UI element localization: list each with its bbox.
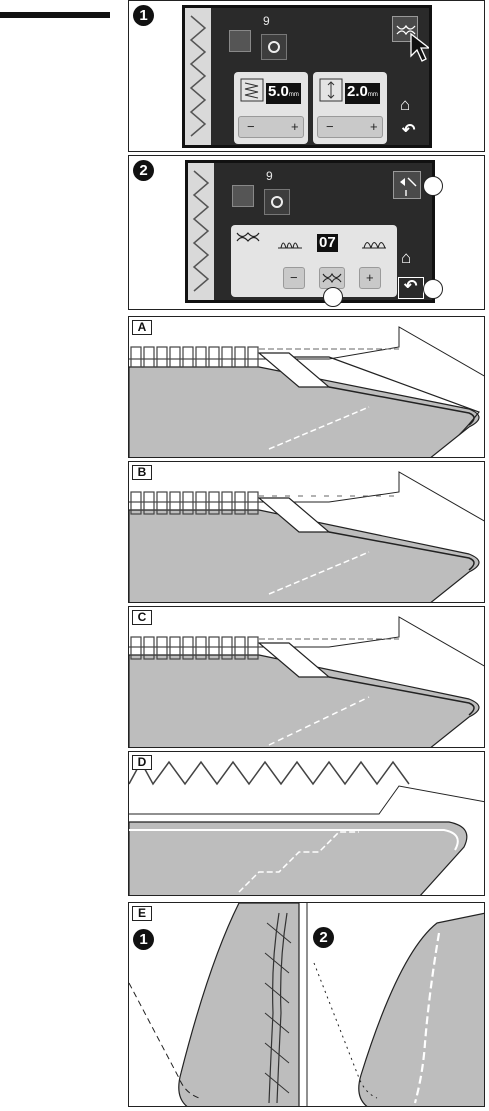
fabric-illustration-b [129, 462, 485, 603]
stitch-width-plus-button[interactable]: + [291, 117, 299, 137]
cursor-pointer-icon [407, 30, 432, 70]
panel-a-label: A [132, 320, 152, 335]
zigzag-preview-icon [188, 163, 214, 303]
overlock-toggle-button[interactable] [319, 267, 345, 289]
stitch-length-number: 2.0 [347, 83, 368, 100]
illustration-a-panel: A [128, 316, 485, 458]
stitch-width-stepper[interactable]: − + [238, 116, 304, 138]
callout-circle-back [423, 279, 443, 299]
back-icon: ↶ [404, 279, 417, 295]
callout-circle-settings [423, 176, 443, 196]
stitch-length-unit: mm [368, 92, 378, 98]
stitch-length-plus-button[interactable]: + [370, 117, 378, 137]
counter-minus-label: − [290, 268, 298, 288]
illustration-e-panel: E 1 2 [128, 902, 485, 1107]
zigzag-preview-icon [185, 8, 211, 148]
fabric-illustration-d [129, 752, 485, 896]
stitch-width-minus-button[interactable]: − [247, 117, 255, 137]
callout-circle-toggle [323, 287, 343, 307]
home-icon[interactable]: ⌂ [400, 96, 410, 113]
step-1-number: 1 [133, 5, 154, 26]
stitch-width-value: 5.0mm [266, 83, 301, 104]
panel-e-sub-1-number: 1 [133, 929, 154, 950]
illustration-b-panel: B [128, 461, 485, 603]
pattern-number: 9 [263, 14, 270, 28]
stitch-width-card: 5.0mm − + [234, 72, 308, 144]
illustration-d-panel: D [128, 751, 485, 896]
counter-minus-button[interactable]: − [283, 267, 305, 289]
section-header-bar [0, 12, 110, 18]
counter-value: 07 [317, 234, 338, 252]
overlock-stitch-icon [235, 230, 261, 244]
overlock-toggle-icon [320, 268, 344, 288]
stitch-length-card: 2.0mm − + [313, 72, 387, 144]
panel-d-label: D [132, 755, 152, 770]
back-button[interactable]: ↶ [398, 277, 424, 299]
counter-plus-button[interactable]: + [359, 267, 381, 289]
overlock-stitches-a [131, 347, 258, 367]
stitch-length-minus-button[interactable]: − [326, 117, 334, 137]
settings-sliders-icon [394, 172, 422, 200]
back-icon[interactable]: ↶ [402, 123, 415, 139]
step-2-number: 2 [133, 160, 154, 181]
step-1-panel: 1 9 5.0mm − + [128, 0, 485, 152]
zigzag-stitches-d [129, 762, 409, 784]
stitch-width-unit: mm [289, 92, 299, 98]
step-2-panel: 2 9 07 [128, 155, 485, 310]
stitch-width-number: 5.0 [268, 83, 289, 100]
pattern-number: 9 [266, 169, 273, 183]
fabric-fold-e2 [359, 913, 485, 1107]
panel-e-sub-2-number: 2 [313, 927, 334, 948]
stitch-length-icon [319, 78, 343, 102]
panel-e-label: E [132, 906, 152, 921]
fabric-illustration-a [129, 317, 485, 458]
loop-narrow-icon [277, 236, 303, 252]
home-icon[interactable]: ⌂ [401, 249, 411, 266]
presser-foot-icon [232, 185, 254, 207]
stitch-width-icon [240, 78, 264, 102]
step-2-screen: 9 07 − [185, 160, 435, 303]
panel-c-label: C [132, 610, 152, 625]
presser-foot-icon [229, 30, 251, 52]
stitch-length-stepper[interactable]: − + [317, 116, 383, 138]
stitch-preview-strip [188, 163, 214, 300]
overlock-settings-card: 07 − + [231, 225, 397, 297]
panel-b-label: B [132, 465, 152, 480]
pattern-select-button[interactable] [261, 34, 287, 60]
illustration-c-panel: C [128, 606, 485, 748]
stitch-preview-strip [185, 8, 211, 145]
fabric-illustration-c [129, 607, 485, 748]
step-1-screen: 9 5.0mm − + [182, 5, 432, 148]
loop-wide-icon [361, 236, 387, 252]
pattern-select-button[interactable] [264, 189, 290, 215]
settings-button[interactable] [393, 171, 421, 199]
fabric-illustration-e [129, 903, 485, 1107]
stitch-length-value: 2.0mm [345, 83, 380, 104]
counter-plus-label: + [366, 268, 374, 288]
